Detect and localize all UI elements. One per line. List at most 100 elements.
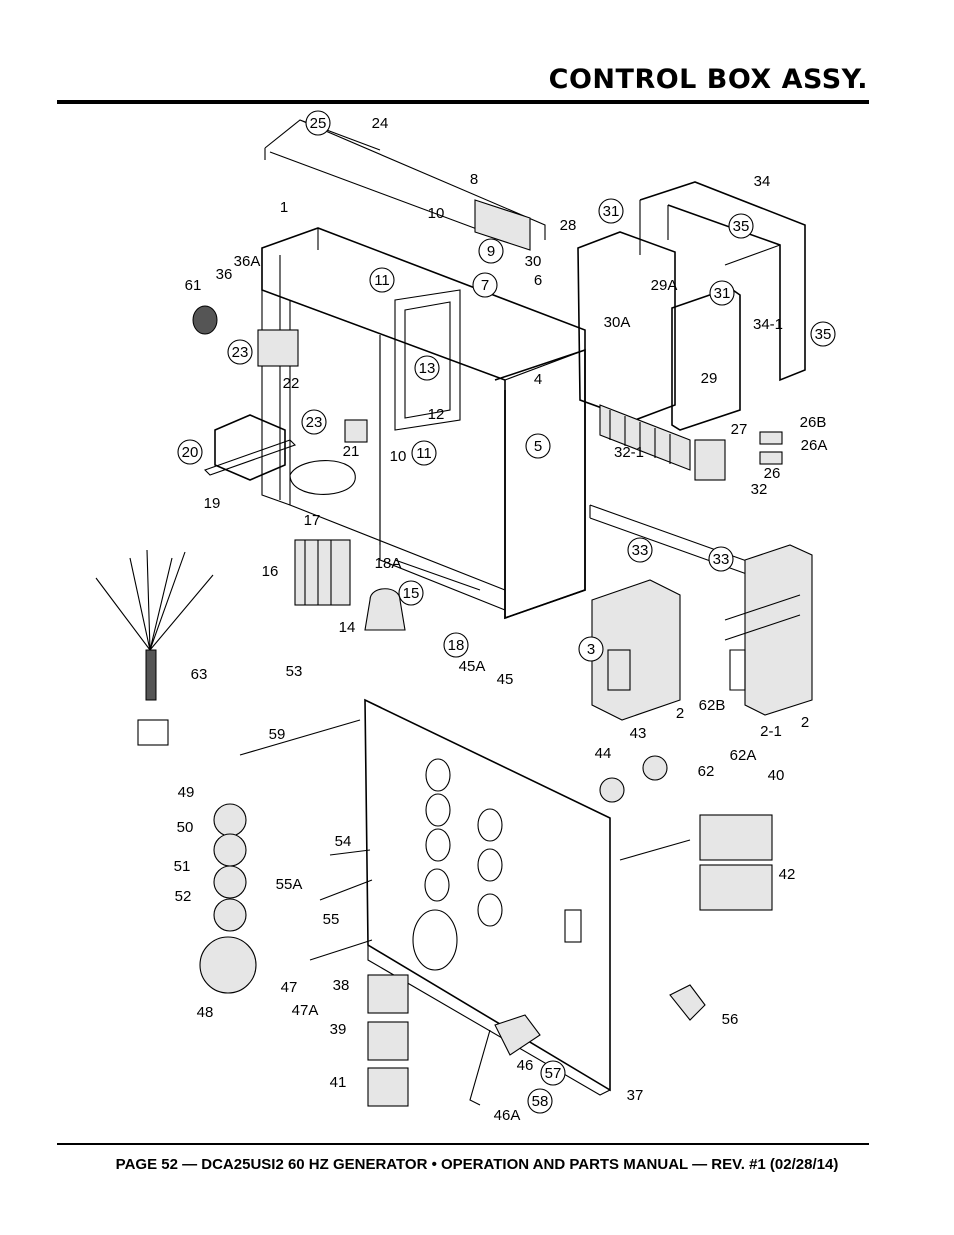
callout-label: 55A [276,876,303,893]
callout-16: 16 [262,563,279,580]
callout-label: 28 [560,217,577,234]
callout-label: 35 [733,218,750,235]
callout-label: 53 [286,663,303,680]
callout-label: 8 [470,171,478,188]
callout-10: 10 [390,448,407,465]
callout-label: 16 [262,563,279,580]
callout-53: 53 [286,663,303,680]
callout-58: 58 [527,1088,553,1114]
callout-label: 62A [730,747,757,764]
callout-31: 31 [709,280,735,306]
callout-label: 46A [494,1107,521,1124]
callout-label: 3 [587,641,595,658]
callout-label: 31 [714,285,731,302]
callout-35: 35 [810,321,836,347]
callout-26: 26 [764,465,781,482]
callout-label: 4 [534,371,542,388]
callout-label: 26 [764,465,781,482]
callout-label: 54 [335,833,352,850]
callout-30: 30 [525,253,542,270]
callout-2: 2 [801,714,809,731]
callout-50: 50 [177,819,194,836]
callout-23: 23 [301,409,327,435]
callout-label: 25 [310,115,327,132]
callout-label: 62 [698,763,715,780]
callout-2-1: 2-1 [760,723,782,740]
callout-label: 10 [390,448,407,465]
callout-52: 52 [175,888,192,905]
callout-47a: 47A [292,1002,319,1019]
callout-15: 15 [398,580,424,606]
callout-22: 22 [283,375,300,392]
assembly-artwork [95,119,813,1107]
callout-11: 11 [369,267,395,293]
callout-label: 40 [768,767,785,784]
callout-label: 41 [330,1074,347,1091]
callout-label: 32-1 [614,444,644,461]
callout-label: 2-1 [760,723,782,740]
callout-5: 5 [525,433,551,459]
callout-10: 10 [428,205,445,222]
callout-label: 37 [627,1087,644,1104]
callout-34: 34 [754,173,771,190]
callout-45a: 45A [459,658,486,675]
callout-3: 3 [578,636,604,662]
callout-label: 10 [428,205,445,222]
callout-label: 11 [374,272,390,289]
callout-62b: 62B [699,697,726,714]
callout-label: 30A [604,314,631,331]
callout-label: 57 [545,1065,562,1082]
callout-48: 48 [197,1004,214,1021]
callout-label: 18A [375,555,402,572]
callout-19: 19 [204,495,221,512]
callout-label: 5 [534,438,542,455]
callout-label: 20 [182,444,199,461]
callout-55: 55 [323,911,340,928]
callout-label: 29 [701,370,718,387]
callout-label: 6 [534,272,542,289]
callout-38: 38 [333,977,350,994]
callout-label: 21 [343,443,360,460]
callout-43: 43 [630,725,647,742]
callout-label: 45 [497,671,514,688]
callout-label: 51 [174,858,191,875]
callout-21: 21 [343,443,360,460]
callout-label: 26B [800,414,827,431]
callout-label: 42 [779,866,796,883]
callout-33: 33 [627,537,653,563]
callout-28: 28 [560,217,577,234]
callout-label: 7 [481,277,489,294]
callout-20: 20 [177,439,203,465]
callout-label: 39 [330,1021,347,1038]
callout-label: 55 [323,911,340,928]
page-footer: PAGE 52 — DCA25USI2 60 HZ GENERATOR • OP… [115,1156,839,1173]
callout-25: 25 [305,110,331,136]
callout-label: 36A [234,253,261,270]
callout-label: 26A [801,437,828,454]
callout-35: 35 [728,213,754,239]
callout-33: 33 [708,546,734,572]
callout-label: 47A [292,1002,319,1019]
callout-label: 14 [339,619,356,636]
callout-29a: 29A [651,277,678,294]
callout-61: 61 [185,277,202,294]
callout-label: 50 [177,819,194,836]
callout-label: 11 [416,445,432,462]
callout-label: 36 [216,266,233,283]
callout-label: 44 [595,745,612,762]
callout-label: 19 [204,495,221,512]
callout-32-1: 32-1 [614,444,644,461]
callout-label: 24 [372,115,389,132]
callout-30a: 30A [604,314,631,331]
callout-7: 7 [472,272,498,298]
callout-59: 59 [269,726,286,743]
callout-label: 52 [175,888,192,905]
callout-label: 12 [428,406,445,423]
callout-26a: 26A [801,437,828,454]
callout-34-1: 34-1 [753,316,783,333]
callout-label: 17 [304,512,321,529]
callout-63: 63 [191,666,208,683]
callout-label: 61 [185,277,202,294]
